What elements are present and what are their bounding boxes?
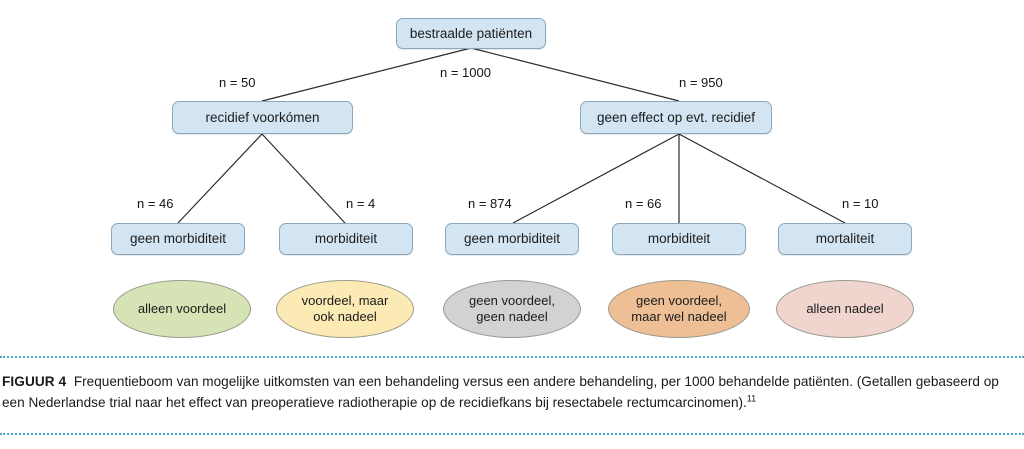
caption-rule-top	[0, 356, 1024, 358]
edge-label-n66: n = 66	[625, 196, 662, 211]
edge-label-n10: n = 10	[842, 196, 879, 211]
outcome-label-multiline: geen voordeel, maar wel nadeel	[631, 293, 726, 326]
edge-label-root-total: n = 1000	[440, 65, 491, 80]
outcome-alleen-voordeel[interactable]: alleen voordeel	[113, 280, 251, 338]
edge-label-n46: n = 46	[137, 196, 174, 211]
outcome-label-line2: ook nadeel	[313, 309, 377, 324]
outcome-label-line1: voordeel, maar	[301, 292, 389, 308]
node-morbiditeit-right[interactable]: morbiditeit	[612, 223, 746, 255]
outcome-label-multiline: geen voordeel, geen nadeel	[469, 293, 555, 326]
outcome-label-line1: geen voordeel,	[468, 292, 555, 308]
node-recidief-voorkomen[interactable]: recidief voorkómen	[172, 101, 353, 134]
figure-caption-block: FIGUUR 4 Frequentieboom van mogelijke ui…	[0, 352, 1024, 449]
outcome-voordeel-maar-ook-nadeel[interactable]: voordeel, maar ook nadeel	[276, 280, 414, 338]
node-mortaliteit[interactable]: mortaliteit	[778, 223, 912, 255]
node-label: bestraalde patiënten	[409, 25, 533, 41]
node-label: geen morbiditeit	[463, 231, 561, 247]
outcome-geen-voordeel-geen-nadeel[interactable]: geen voordeel, geen nadeel	[443, 280, 581, 338]
node-geen-morbiditeit-right[interactable]: geen morbiditeit	[445, 223, 579, 255]
figure-caption-label: FIGUUR 4	[2, 374, 67, 389]
outcome-label: alleen voordeel	[137, 300, 227, 316]
caption-rule-bottom	[0, 433, 1024, 435]
node-geen-effect-op-evt-recidief[interactable]: geen effect op evt. recidief	[580, 101, 772, 134]
edge-label-n50: n = 50	[219, 75, 256, 90]
frequency-tree-diagram: bestraalde patiënten n = 1000 n = 50 n =…	[111, 18, 914, 338]
edge-label-n874: n = 874	[468, 196, 512, 211]
node-label: morbiditeit	[314, 231, 378, 247]
edge-label-n950: n = 950	[679, 75, 723, 90]
figure-caption-reference: 11	[746, 393, 757, 404]
node-label: geen morbiditeit	[129, 231, 227, 247]
node-morbiditeit-left[interactable]: morbiditeit	[279, 223, 413, 255]
outcome-alleen-nadeel[interactable]: alleen nadeel	[776, 280, 914, 338]
outcome-label: alleen nadeel	[806, 300, 884, 316]
figure-caption-text: FIGUUR 4 Frequentieboom van mogelijke ui…	[2, 371, 1018, 413]
edge-label-n4: n = 4	[346, 196, 376, 211]
node-label: mortaliteit	[815, 231, 875, 247]
node-label: recidief voorkómen	[205, 109, 320, 125]
node-geen-morbiditeit-left[interactable]: geen morbiditeit	[111, 223, 245, 255]
outcome-label-line1: geen voordeel,	[635, 292, 722, 308]
node-label: geen effect op evt. recidief	[596, 109, 756, 125]
node-label: morbiditeit	[647, 231, 711, 247]
outcome-label-line2: maar wel nadeel	[631, 309, 727, 324]
figure-caption-body: Frequentieboom van mogelijke uitkomsten …	[2, 374, 999, 411]
outcome-label-multiline: voordeel, maar ook nadeel	[302, 293, 389, 326]
outcome-geen-voordeel-maar-wel-nadeel[interactable]: geen voordeel, maar wel nadeel	[608, 280, 750, 338]
node-bestraalde-patienten[interactable]: bestraalde patiënten	[396, 18, 546, 49]
outcome-label-line2: geen nadeel	[476, 309, 548, 324]
